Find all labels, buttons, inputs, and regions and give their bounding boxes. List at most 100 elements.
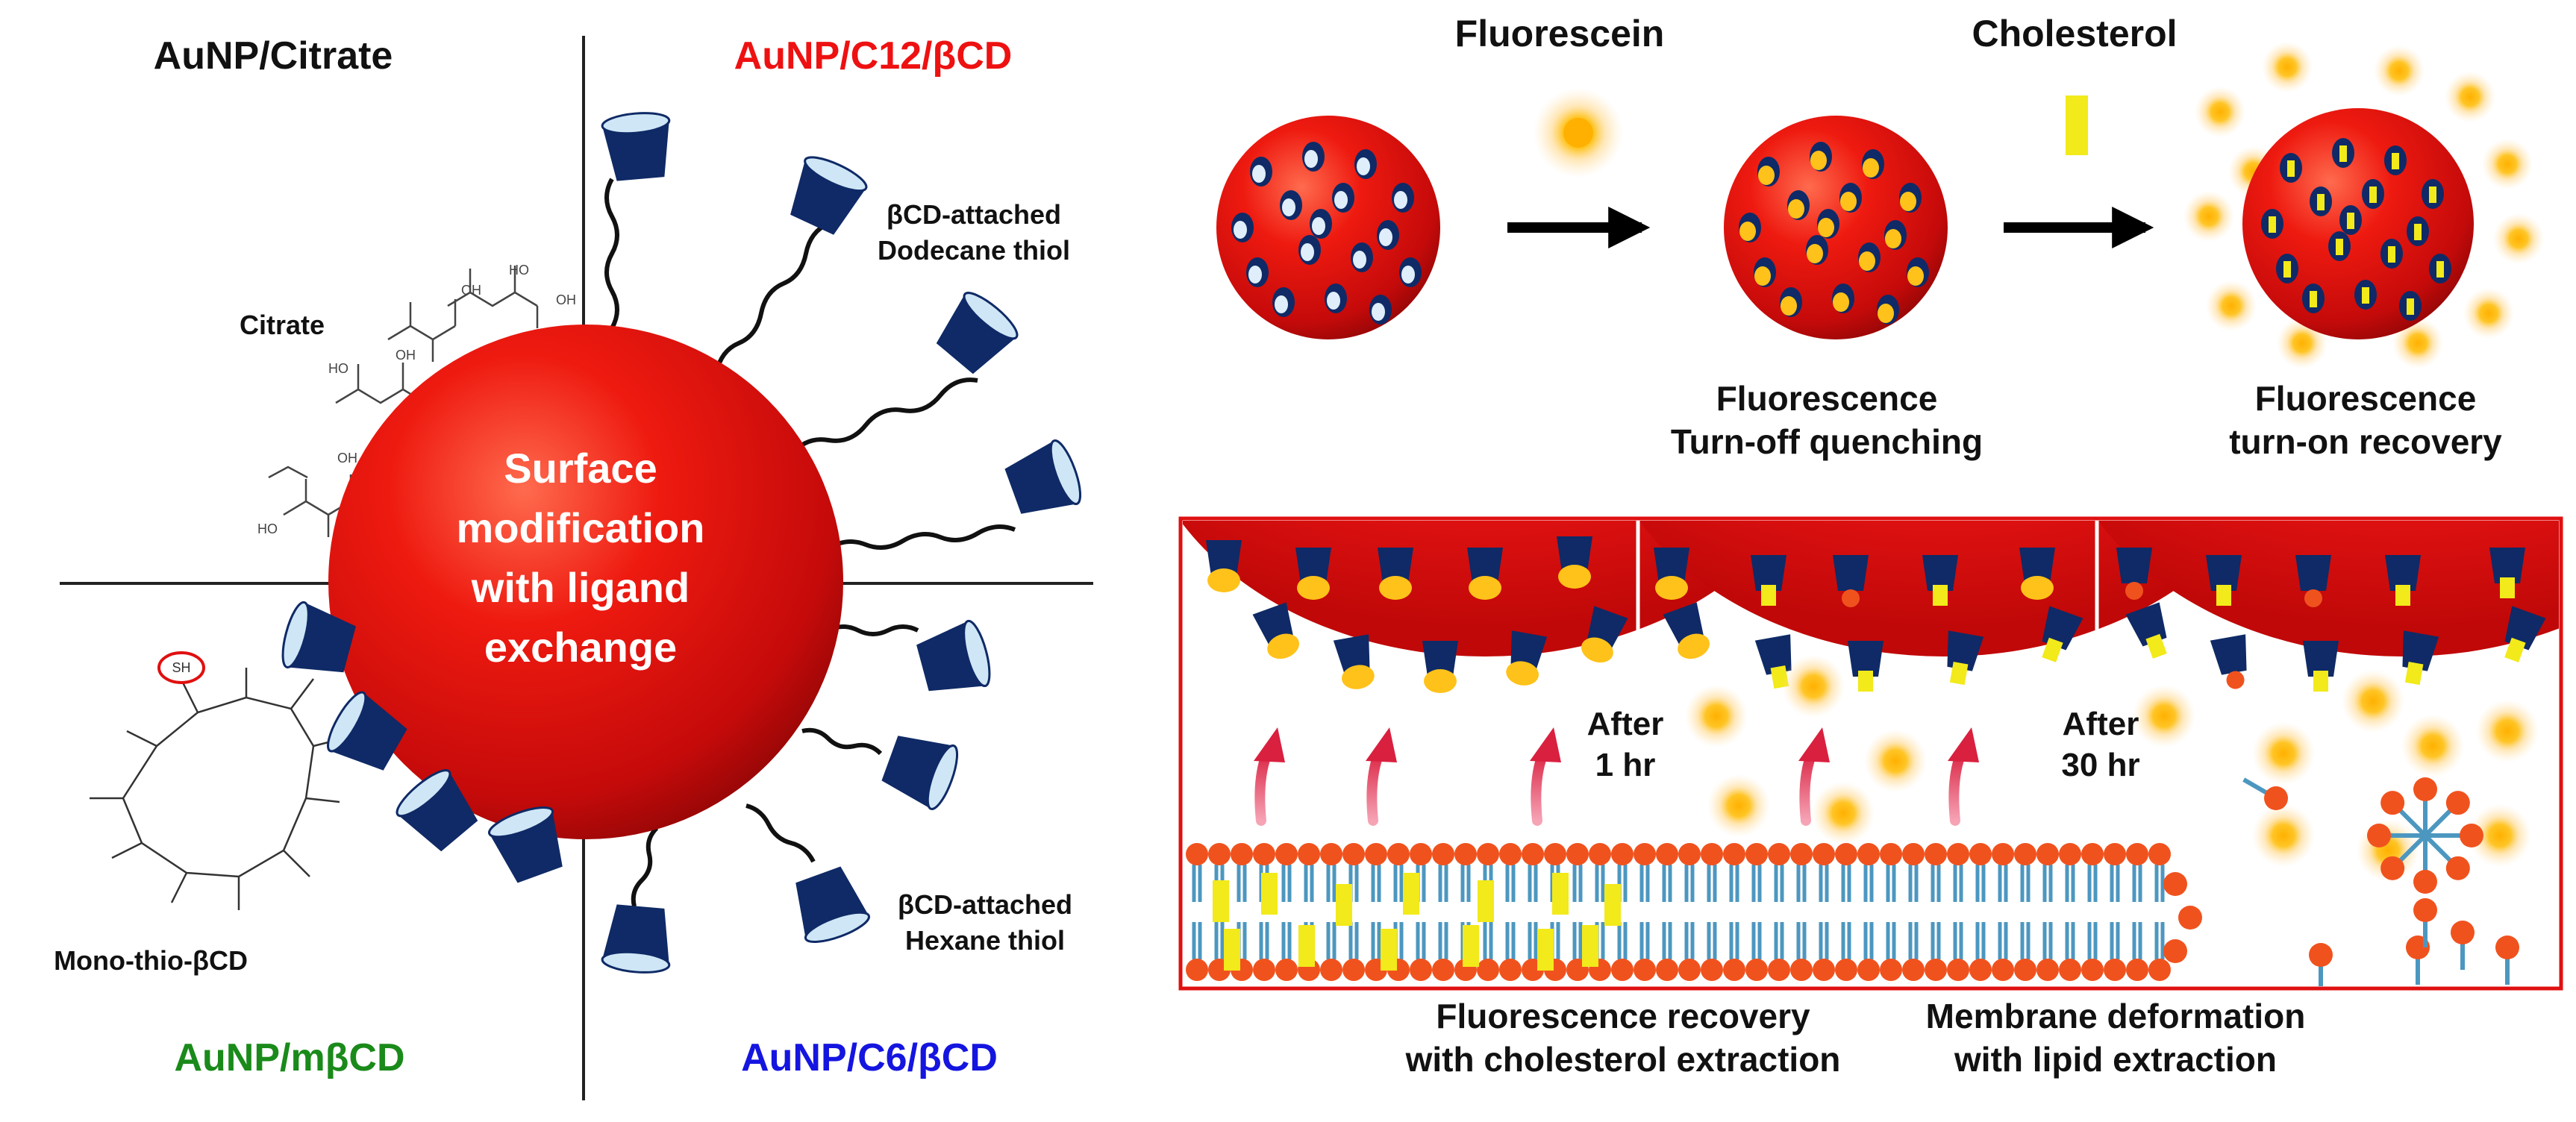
fluorescein-in-cavity — [1781, 296, 1797, 316]
cd-cup-icon — [881, 736, 959, 810]
cd-cup-icon — [1378, 548, 1413, 600]
lipid-head — [1186, 843, 1208, 865]
c6-ligand-label-line2: Hexane thiol — [905, 925, 1065, 956]
cholesterol-rod — [1537, 929, 1554, 971]
membrane-panel: After 1 hr After 30 hr — [1178, 516, 2563, 991]
center-text-line2: modification — [457, 504, 705, 551]
lipid-head — [1365, 843, 1387, 865]
released-fluorescein-icon — [1812, 782, 1875, 844]
released-fluorescein-icon — [2183, 191, 2234, 242]
svg-text:HO: HO — [257, 521, 278, 536]
fluorescein-in-cavity — [1758, 166, 1775, 185]
lipid-head — [2148, 959, 2171, 981]
bcd-cavity — [1282, 198, 1295, 216]
lipid-head — [1701, 843, 1723, 865]
lipid-head — [2495, 935, 2519, 959]
after-1hr-line1: After — [1587, 706, 1664, 742]
lipid-head — [2413, 777, 2437, 801]
cd-cup-icon — [2303, 641, 2339, 692]
label-aunp-citrate: AuNP/Citrate — [154, 34, 393, 78]
np-surface-segment-3 — [2098, 521, 2559, 656]
label-aunp-mbcd: AuNP/mβCD — [174, 1036, 404, 1079]
cd-cup-icon — [1295, 548, 1331, 600]
lipid-head — [1186, 959, 1208, 981]
lipid-head — [1723, 959, 1745, 981]
lipid-head — [2380, 791, 2405, 815]
released-fluorescein-icon — [2262, 42, 2313, 93]
cholesterol-label: Cholesterol — [1972, 13, 2177, 54]
lipid-head — [1813, 843, 1835, 865]
fluorescein-in-cavity — [1788, 199, 1804, 219]
lipid-head — [2014, 843, 2036, 865]
quench-label-line2: Turn-off quenching — [1671, 422, 1983, 461]
lipid-head — [1768, 959, 1790, 981]
curved-arrow-icon — [1254, 727, 1285, 826]
center-text-line4: exchange — [484, 624, 677, 671]
lipid-head — [1723, 843, 1745, 865]
lipid-head — [2148, 843, 2171, 865]
lipid-head — [1499, 843, 1522, 865]
lipid-head — [1454, 843, 1477, 865]
lipid-head — [1387, 843, 1410, 865]
cholesterol-in-cavity — [2436, 261, 2444, 278]
lipid-head — [1544, 843, 1566, 865]
np-bcd-bare — [1216, 116, 1440, 339]
svg-text:OH: OH — [396, 348, 416, 363]
lipid-head — [2126, 959, 2148, 981]
released-molecules — [1685, 655, 2539, 882]
lipid-head — [1992, 959, 2014, 981]
lipid-head — [1678, 959, 1701, 981]
lipid-head — [1969, 843, 1992, 865]
svg-text:HO: HO — [328, 361, 348, 376]
cholesterol-in-cavity — [2414, 224, 2422, 240]
after-30hr-line1: After — [2063, 706, 2139, 742]
cd-cup-icon — [1848, 641, 1883, 692]
caption-cholesterol-line1: Fluorescence recovery — [1436, 997, 1810, 1035]
bcd-cavity — [1379, 228, 1392, 246]
cholesterol-in-cavity — [2392, 153, 2399, 169]
caption-lipid-line1: Membrane deformation — [1926, 997, 2306, 1035]
lipid-head — [1835, 843, 1857, 865]
cholesterol-rod — [1478, 880, 1494, 922]
citrate-atom-labels: HO OH OH HO OH HO OH OH — [257, 263, 576, 540]
lipid-head — [1477, 843, 1499, 865]
fluorescein-in-cavity — [1885, 229, 1901, 248]
thiol-sh-label: SH — [172, 660, 190, 675]
cd-cup-icon — [488, 806, 563, 883]
lipid-head — [1410, 843, 1432, 865]
lipid-head — [2163, 939, 2187, 963]
lipid-head — [1634, 959, 1656, 981]
released-fluorescein-icon — [1707, 774, 1770, 837]
released-fluorescein-icon — [1864, 730, 1927, 792]
cd-cup-icon — [601, 112, 671, 181]
bcd-cavity — [1401, 266, 1415, 283]
cd-cup-icon — [2385, 555, 2421, 606]
cd-cup-icon — [2295, 555, 2331, 607]
lipid-head — [1947, 843, 1969, 865]
cd-cup-icon — [1333, 634, 1375, 689]
lipid-head — [1992, 843, 2014, 865]
lipid-head — [1342, 959, 1365, 981]
fluorescein-in-cavity — [1907, 266, 1924, 286]
lipid-head — [1477, 959, 1499, 981]
bcd-cavity — [1334, 191, 1348, 209]
cholesterol-in-cavity — [2287, 160, 2295, 177]
fluorescein-in-cavity — [1810, 151, 1827, 170]
cd-cup-icon — [790, 156, 868, 235]
bcd-sites — [1231, 142, 1422, 325]
lipid-head — [1320, 959, 1342, 981]
lipid-head — [2178, 906, 2202, 930]
np-recovered — [2183, 42, 2544, 369]
lipid-head — [2036, 959, 2059, 981]
released-fluorescein-icon — [2482, 139, 2533, 189]
released-fluorescein-icon — [2476, 700, 2539, 762]
released-fluorescein-icon — [2392, 318, 2443, 369]
cd-cup-icon — [1581, 606, 1628, 663]
caption-lipid-line2: with lipid extraction — [1954, 1040, 2277, 1079]
cholesterol-in-cavity — [2407, 298, 2414, 315]
bcd-cavity — [1394, 191, 1407, 209]
cd-cup-icon — [2125, 602, 2167, 659]
cd-cups-c12 — [601, 112, 1082, 514]
lipid-head — [1656, 959, 1678, 981]
bcd-cavity — [1353, 251, 1366, 269]
